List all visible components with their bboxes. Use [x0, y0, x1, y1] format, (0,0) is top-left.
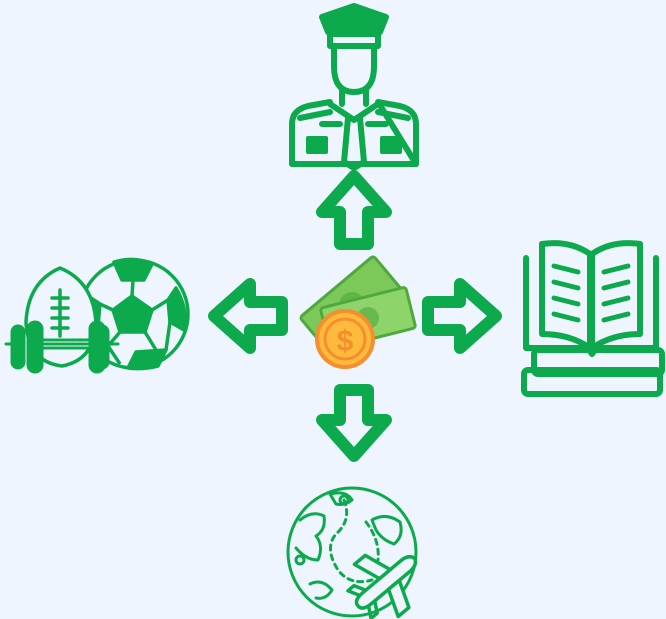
globe-travel-icon — [286, 486, 418, 619]
book-icon — [521, 240, 665, 397]
arrow-left — [208, 278, 288, 354]
sports-icon — [4, 257, 190, 374]
soldier-icon — [289, 3, 419, 171]
arrow-down — [316, 384, 392, 462]
coin-dollar-symbol: $ — [337, 325, 354, 358]
arrow-up — [316, 170, 392, 250]
money-icon: $ — [299, 255, 417, 369]
arrow-right — [422, 278, 502, 354]
